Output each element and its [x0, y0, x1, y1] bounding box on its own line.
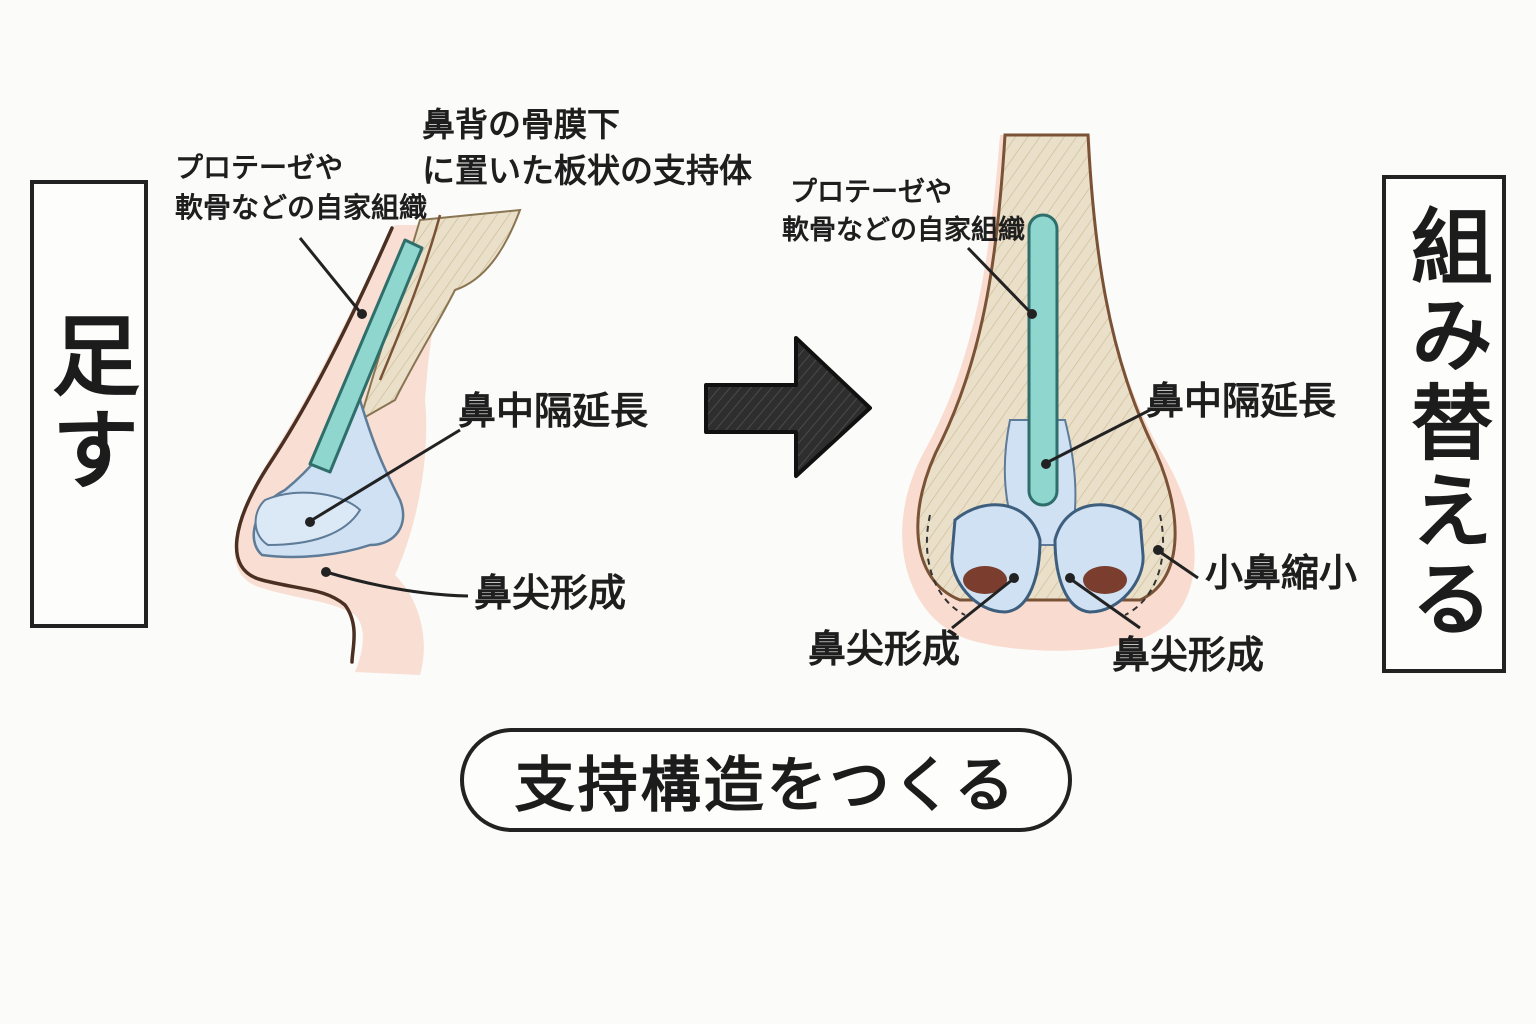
right-septal-label: 鼻中隔延長 — [1146, 379, 1337, 423]
leader-dot-r-alar — [1153, 545, 1163, 555]
leader-r-tip-right — [1071, 578, 1141, 630]
frontal-implant — [1027, 213, 1059, 507]
leader-dot-r-tip-left — [1009, 573, 1019, 583]
left-nostril — [963, 566, 1007, 594]
leader-dot-r-septal — [1041, 459, 1051, 469]
leader-dot-r-tip-right — [1065, 573, 1075, 583]
caption-pill: 支持構造をつくる — [460, 728, 1072, 832]
leader-r-implant — [966, 246, 1032, 314]
leader-r-septal — [1047, 408, 1151, 464]
left-dorsum-label-line2: に置いた板状の支持体 — [422, 151, 752, 190]
right-tip-label-left: 鼻尖形成 — [808, 627, 961, 671]
right-implant-label-line2: 軟骨などの自家組織 — [782, 215, 1025, 246]
alar-reduction-dash-right — [1124, 514, 1164, 616]
frontal-nose — [902, 133, 1199, 651]
right-tip-label-right: 鼻尖形成 — [1112, 633, 1265, 677]
transform-arrow — [704, 336, 872, 478]
right-nostril — [1083, 566, 1127, 594]
caption-text: 支持構造をつくる — [514, 750, 1018, 821]
profile-outline — [234, 226, 394, 664]
leader-dot-septal — [305, 517, 315, 527]
right-alar-label: 小鼻縮小 — [1205, 551, 1358, 595]
leader-dot-r-implant — [1027, 309, 1037, 319]
right-title-box: 組み替える — [1382, 175, 1506, 673]
alar-reduction-dash-left — [926, 514, 966, 616]
profile-skin-back — [378, 214, 442, 381]
left-title-box: 足す — [30, 180, 148, 628]
leader-r-alar — [1159, 550, 1199, 580]
right-implant-label-line1: プロテーゼや — [790, 177, 952, 208]
left-dorsum-label-line1: 鼻背の骨膜下 — [422, 105, 620, 144]
leader-dot-tip — [321, 567, 331, 577]
profile-implant — [308, 238, 424, 474]
leader-dot-implant — [357, 309, 367, 319]
left-septal-label: 鼻中隔延長 — [458, 389, 649, 433]
leader-r-tip-left — [951, 578, 1013, 630]
left-implant-label-line1: プロテーゼや — [175, 151, 344, 184]
leader-septal — [311, 428, 461, 522]
left-tip-label: 鼻尖形成 — [474, 571, 627, 615]
nasal-bone — [358, 208, 522, 423]
leader-tip — [325, 570, 469, 598]
right-title: 組み替える — [1396, 204, 1492, 644]
leader-implant — [298, 237, 362, 313]
left-title: 足す — [37, 310, 141, 498]
side-profile-nose — [234, 208, 522, 675]
left-implant-label-line2: 軟骨などの自家組織 — [175, 191, 428, 224]
